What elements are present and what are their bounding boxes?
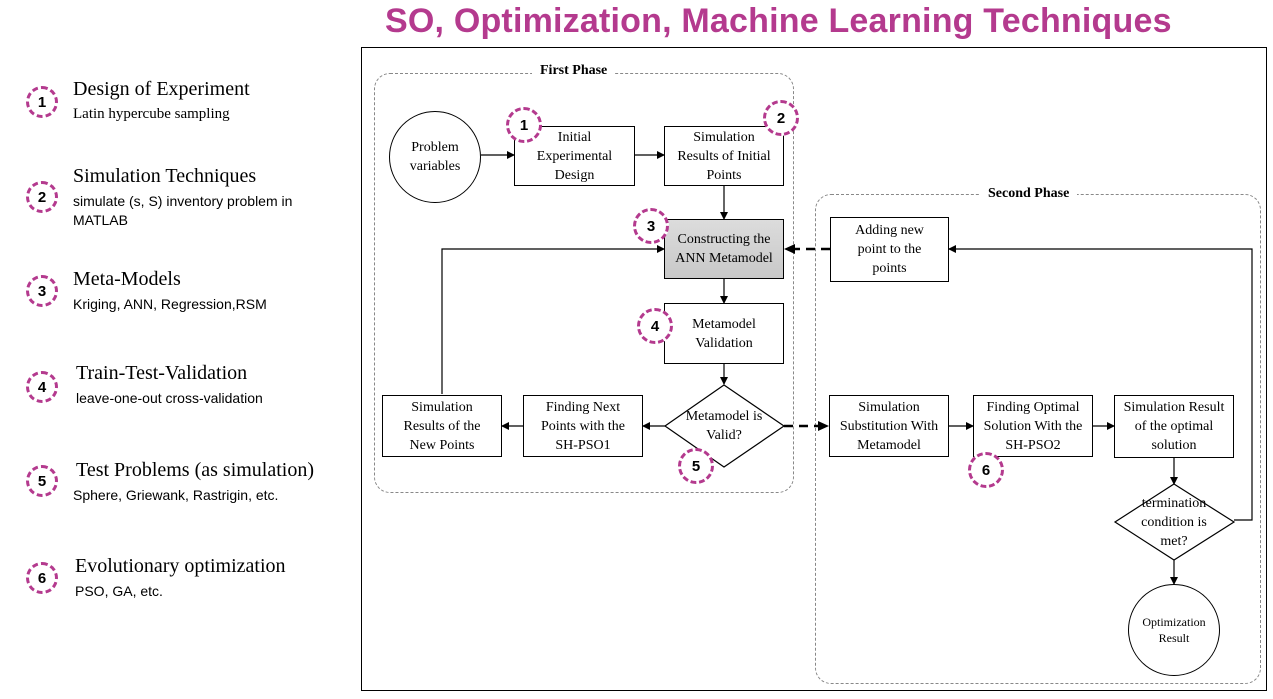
sim-optimal-box: Simulation Result of the optimal solutio…: [1114, 395, 1234, 458]
step-badge: 4: [637, 308, 673, 344]
legend-subtext: leave-one-out cross-validation: [76, 390, 263, 406]
validation-box: Metamodel Validation: [664, 303, 784, 364]
page-title: SO, Optimization, Machine Learning Techn…: [385, 2, 1172, 40]
legend-item-1: 1 Design of Experiment Latin hypercube s…: [0, 78, 360, 138]
legend-subtext: simulate (s, S) inventory problem in MAT…: [73, 193, 293, 228]
initial-design-box: Initial Experimental Design: [514, 126, 635, 186]
legend-item-6: 6 Evolutionary optimization PSO, GA, etc…: [0, 555, 360, 615]
finding-next-box: Finding Next Points with the SH-PSO1: [523, 395, 643, 457]
step-badge: 1: [26, 86, 58, 118]
step-badge: 6: [26, 562, 58, 594]
legend-subtext: Sphere, Griewank, Rastrigin, etc.: [73, 487, 279, 503]
problem-variables-node: Problem variables: [389, 111, 481, 203]
legend-heading: Test Problems (as simulation): [76, 459, 315, 481]
step-badge: 3: [633, 208, 669, 244]
step-badge: 2: [763, 100, 799, 136]
legend-heading: Evolutionary optimization: [75, 555, 286, 577]
legend-heading: Design of Experiment: [73, 78, 250, 100]
arrow-sim-new-to-ann: [441, 245, 665, 394]
sim-substitution-box: Simulation Substitution With Metamodel: [829, 395, 949, 457]
adding-new-box: Adding new point to the points: [830, 217, 949, 282]
finding-optimal-box: Finding Optimal Solution With the SH-PSO…: [973, 395, 1093, 457]
decision-termination-shape: [1113, 483, 1236, 561]
legend-item-5: 5 Test Problems (as simulation) Sphere, …: [0, 459, 360, 519]
first-phase-label: First Phase: [532, 63, 616, 79]
legend-item-3: 3 Meta-Models Kriging, ANN, Regression,R…: [0, 268, 360, 328]
legend-subtext: Latin hypercube sampling: [73, 106, 230, 122]
step-badge: 3: [26, 275, 58, 307]
step-badge: 1: [506, 107, 542, 143]
step-badge: 2: [26, 181, 58, 213]
legend-subtext: Kriging, ANN, Regression,RSM: [73, 296, 267, 312]
termination-decision-text: termination condition is met?: [1141, 495, 1207, 549]
ann-metamodel-box: Constructing the ANN Metamodel: [664, 219, 784, 279]
step-badge: 5: [26, 465, 58, 497]
optimization-result-node: Optimization Result: [1128, 584, 1220, 676]
sim-initial-box: Simulation Results of Initial Points: [664, 126, 784, 186]
sim-new-box: Simulation Results of the New Points: [382, 395, 502, 457]
step-badge: 5: [678, 448, 714, 484]
legend-heading: Meta-Models: [73, 268, 181, 290]
second-phase-label: Second Phase: [980, 186, 1078, 202]
arrow-termination-to-adding: [948, 245, 1253, 521]
decision-valid-shape: [663, 384, 786, 468]
step-badge: 6: [968, 452, 1004, 488]
legend-heading: Simulation Techniques: [73, 165, 257, 187]
arrowhead-to-substitution: [818, 421, 829, 431]
legend-item-4: 4 Train-Test-Validation leave-one-out cr…: [0, 362, 360, 422]
step-badge: 4: [26, 371, 58, 403]
legend-heading: Train-Test-Validation: [76, 362, 248, 384]
legend-subtext: PSO, GA, etc.: [75, 583, 163, 599]
valid-decision-text: Metamodel is Valid?: [685, 409, 763, 443]
arrowhead-to-ann: [784, 244, 795, 254]
legend-item-2: 2 Simulation Techniques simulate (s, S) …: [0, 165, 360, 228]
diagram-frame: [361, 47, 1267, 691]
